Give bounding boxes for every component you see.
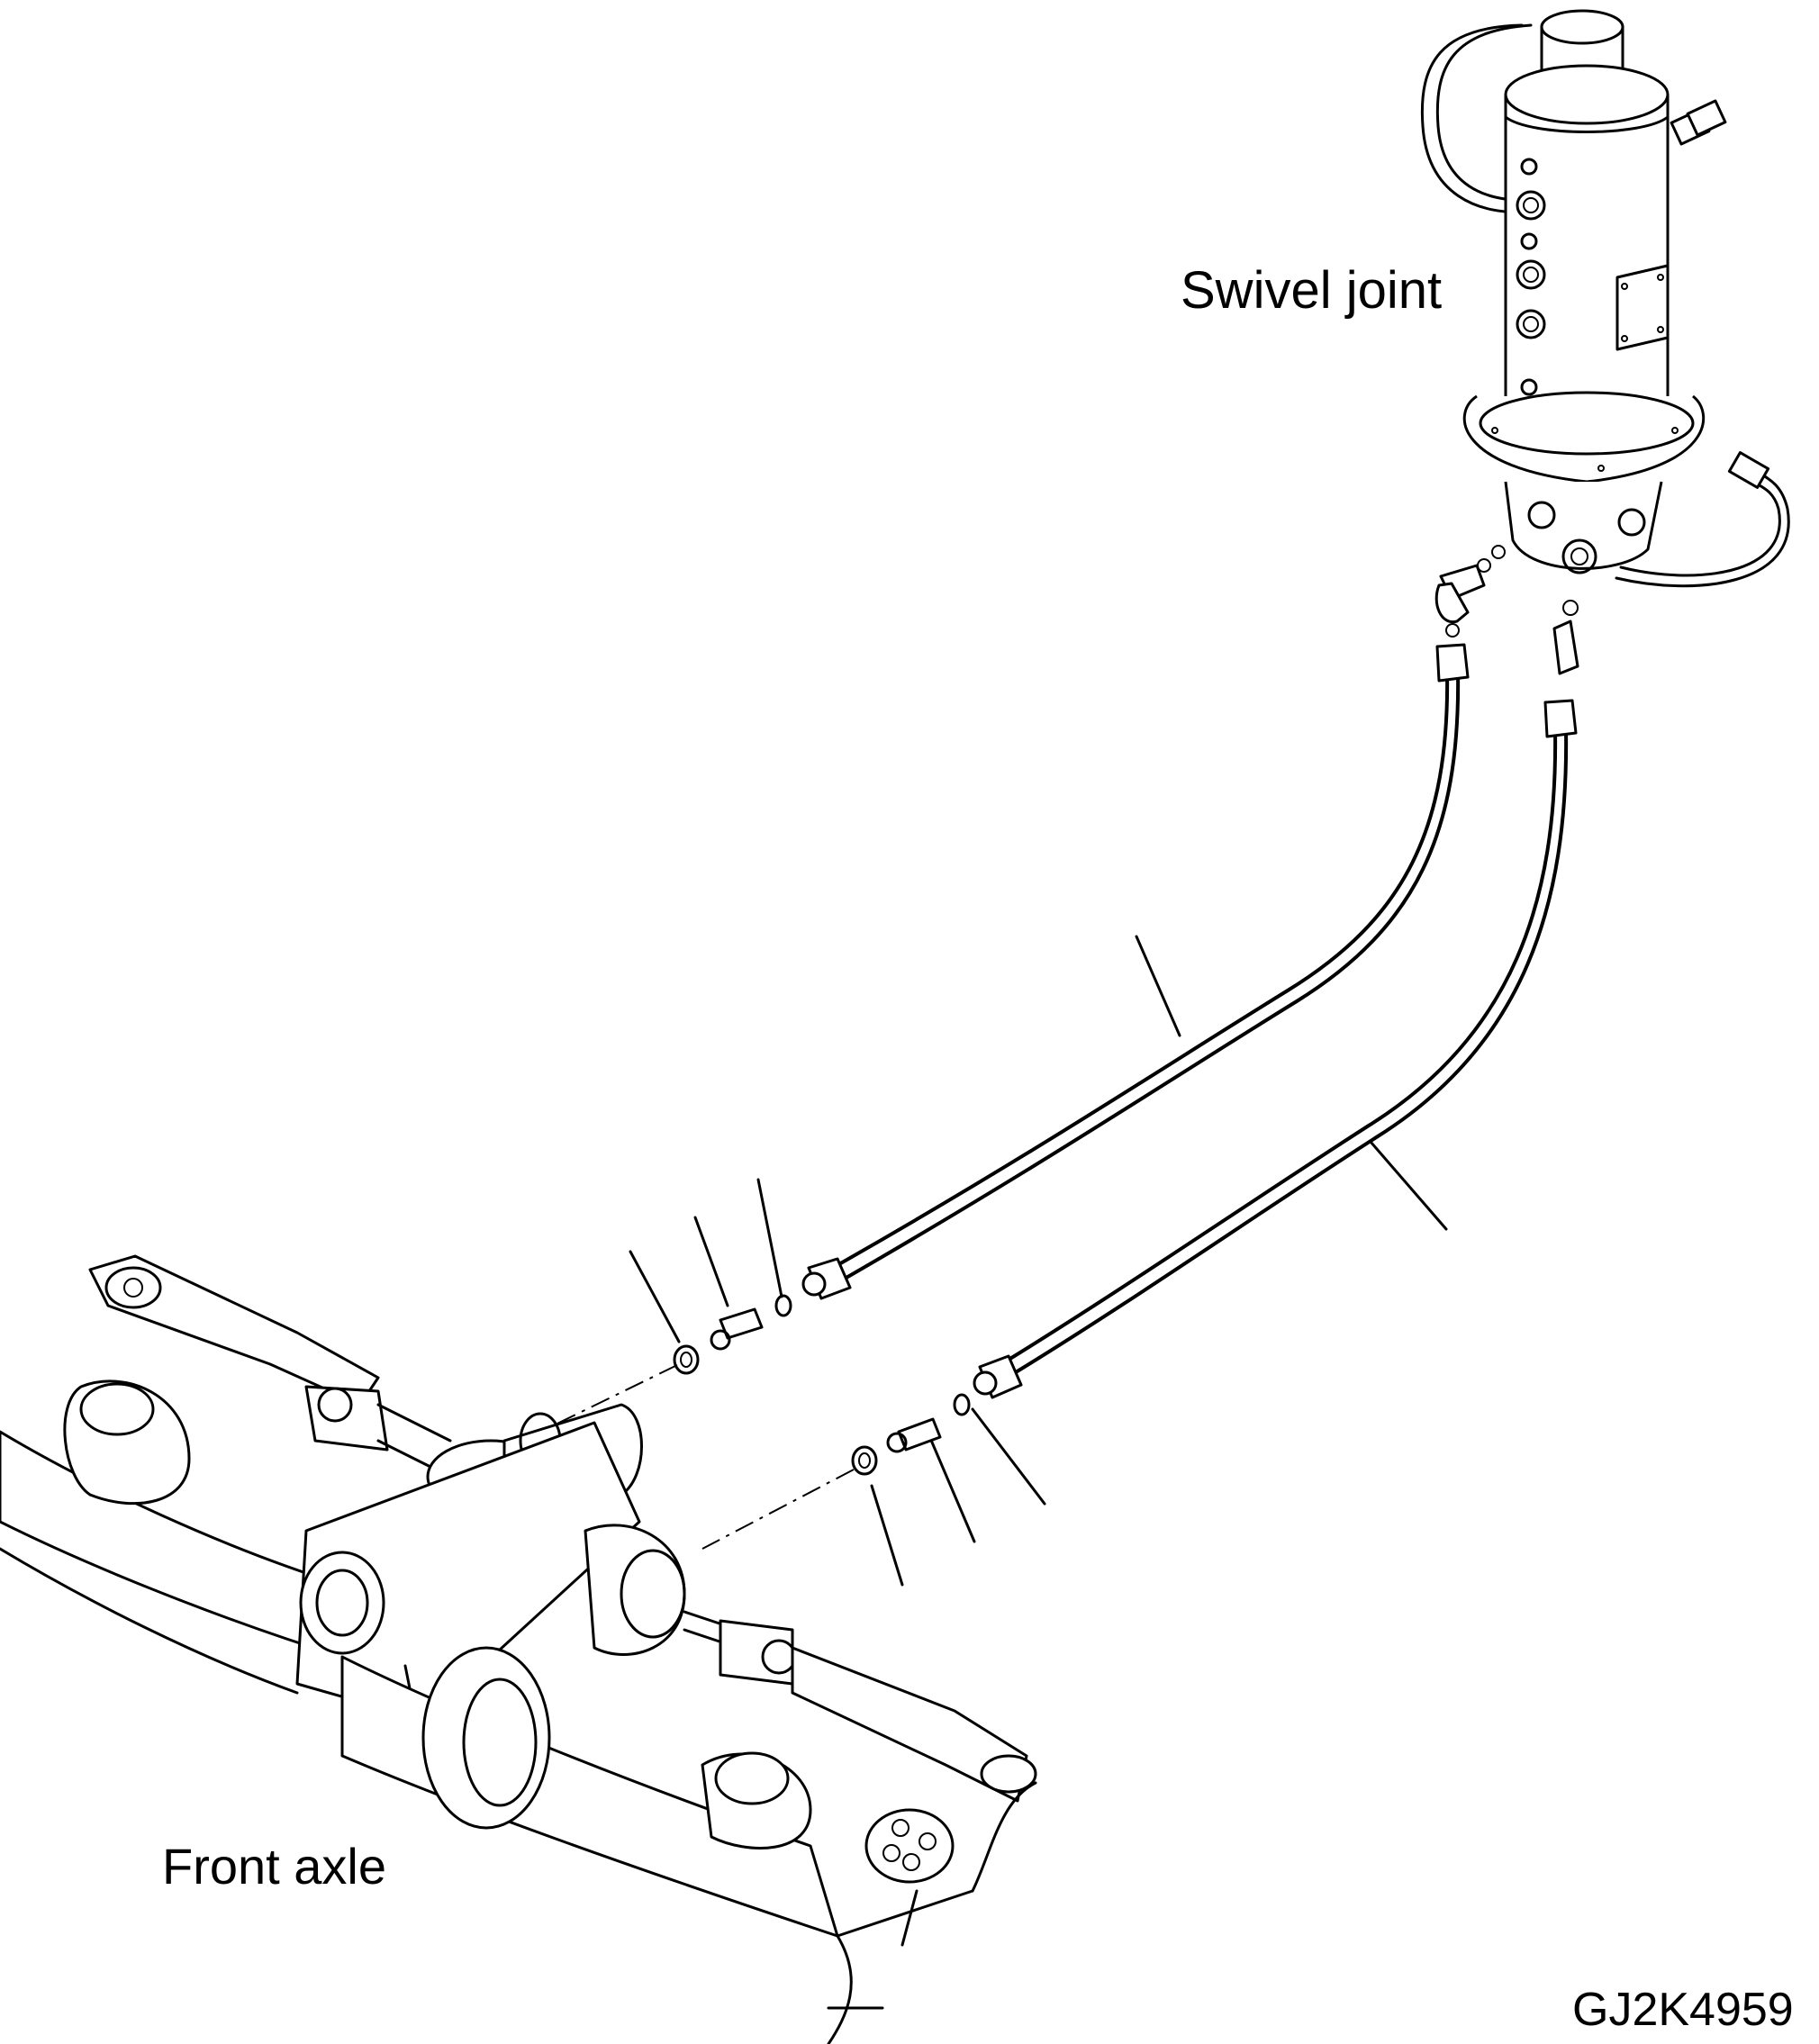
- cylinder-fittings: [673, 1294, 971, 1476]
- drawing-code-label: GJ2K4959: [1572, 1984, 1794, 2036]
- leader-lines: [629, 935, 1448, 1947]
- swivel-joint-label: Swivel joint: [1181, 261, 1443, 320]
- swivel-fittings: [1434, 545, 1579, 675]
- front-axle: [0, 1254, 1037, 2044]
- hose-upper: [801, 643, 1470, 1300]
- swivel-joint: [1420, 9, 1790, 588]
- hose-lower: [973, 699, 1578, 1399]
- front-axle-label: Front axle: [162, 1838, 386, 1895]
